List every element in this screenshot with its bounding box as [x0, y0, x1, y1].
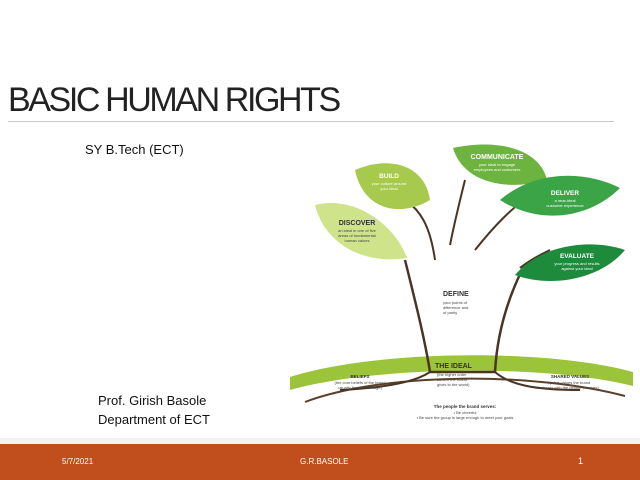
- build-desc-1: your culture around: [372, 181, 406, 186]
- leaf-build: [355, 163, 430, 210]
- ideal-desc-3: gives to the world): [437, 382, 470, 387]
- shared-values-desc-1: (what values the brand: [550, 380, 590, 385]
- author-department: Department of ECT: [98, 412, 210, 427]
- beliefs-desc-2: usually from its heritage): [338, 385, 382, 390]
- author-block: Prof. Girish Basole Department of ECT: [98, 391, 210, 429]
- discover-title: DISCOVER: [339, 220, 376, 227]
- evaluate-title: EVALUATE: [560, 253, 595, 260]
- beliefs-title: BELIEFS: [350, 374, 369, 379]
- ground-hill: [290, 355, 633, 390]
- define-desc-2: difference and: [443, 305, 468, 310]
- branch-2: [449, 179, 466, 246]
- people-bullet-1: • Be cheerful: [454, 410, 477, 415]
- slide-subtitle: SY B.Tech (ECT): [85, 142, 184, 157]
- deliver-desc-1: a near-ideal: [554, 198, 575, 203]
- discover-desc-1: an ideal in one of five: [338, 228, 377, 233]
- ideal-title: THE IDEAL: [435, 363, 473, 370]
- footer-accent-strip: [0, 438, 640, 444]
- branch-1: [404, 199, 436, 261]
- shared-values-desc-2: shares with the people it serves): [541, 385, 599, 390]
- footer-date: 5/7/2021: [62, 457, 94, 466]
- title-divider: [8, 121, 614, 122]
- leaf-evaluate: [515, 244, 625, 282]
- build-desc-2: your ideal: [380, 186, 397, 191]
- branch-4: [519, 249, 551, 269]
- footer-author: G.R.BASOLE: [300, 457, 349, 466]
- footer-page-number: 1: [578, 456, 584, 466]
- discover-desc-3: human values: [345, 238, 370, 243]
- discover-desc-2: areas of fundamental: [338, 233, 376, 238]
- people-bullet-2: • Be sure the group is large enough to m…: [417, 415, 514, 420]
- deliver-title: DELIVER: [551, 190, 579, 197]
- slide-footer: 5/7/2021 G.R.BASOLE 1: [0, 444, 640, 480]
- author-name: Prof. Girish Basole: [98, 393, 207, 408]
- communicate-desc-2: employees and customers: [474, 167, 521, 172]
- shared-values-title: SHARED VALUES: [551, 374, 589, 379]
- ideal-desc-1: (the higher order: [437, 372, 467, 377]
- communicate-title: COMMUNICATE: [471, 154, 524, 161]
- leaf-deliver: [500, 175, 620, 216]
- leaf-discover: [315, 203, 407, 260]
- root-right: [494, 371, 581, 391]
- define-desc-3: of parity: [443, 310, 457, 315]
- communicate-desc-1: your ideal to engage: [479, 162, 516, 167]
- define-desc-1: your points of: [443, 300, 468, 305]
- people-title: The people the brand serves:: [434, 404, 497, 409]
- evaluate-desc-1: your progress and results: [554, 261, 599, 266]
- brand-ideal-tree-diagram: COMMUNICATE your ideal to engage employe…: [290, 144, 633, 420]
- slide-title: BASIC HUMAN RIGHTS: [8, 81, 341, 119]
- define-title: DEFINE: [443, 291, 469, 298]
- leaf-communicate: [453, 144, 547, 185]
- build-title: BUILD: [379, 173, 399, 180]
- root-left: [339, 371, 431, 391]
- ground-line: [304, 377, 626, 403]
- beliefs-desc-1: (the core beliefs of the brand: [335, 380, 386, 385]
- deliver-desc-2: customer experience: [546, 203, 584, 208]
- ideal-desc-2: benefit the brand: [437, 377, 467, 382]
- tree-trunk: [403, 259, 525, 374]
- evaluate-desc-2: against your ideal: [561, 266, 592, 271]
